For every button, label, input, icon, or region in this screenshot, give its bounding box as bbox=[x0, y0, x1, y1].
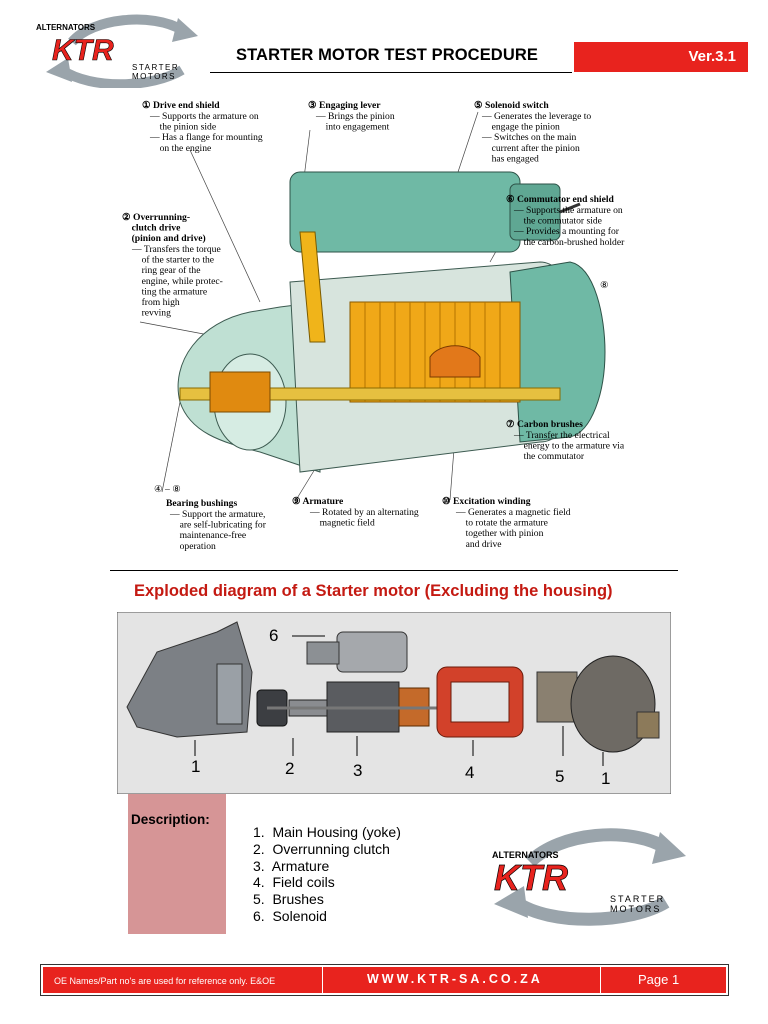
label-7-body: — Transfer the electrical energy to the … bbox=[513, 430, 625, 462]
photo-label-3: 3 bbox=[353, 761, 362, 780]
item-number: 6. bbox=[253, 907, 265, 924]
ktr-logo-large: ALTERNATORS KTR STARTER MOTORS bbox=[492, 828, 686, 926]
logo-brand-text: KTR bbox=[52, 34, 114, 67]
footer-website-link[interactable]: WWW.KTR-SA.CO.ZA bbox=[367, 972, 543, 986]
logo-line2: MOTORS bbox=[132, 72, 176, 81]
svg-text:⑦ Carbon brushes: ⑦ Carbon brushes bbox=[506, 419, 583, 430]
footer-frame bbox=[40, 964, 729, 996]
list-item: 2. Overrunning clutch bbox=[253, 841, 401, 858]
list-item: 6. Solenoid bbox=[253, 908, 401, 925]
item-text: Brushes bbox=[272, 891, 324, 908]
label-2-title: ② Overrunning- clutch drive (pinion and … bbox=[122, 212, 206, 244]
label-10-body: — Generates a magnetic field to rotate t… bbox=[455, 507, 571, 550]
photo-label-4: 4 bbox=[465, 763, 474, 782]
label-3-body: — Brings the pinion into engagement bbox=[315, 111, 395, 133]
photo-label-1b: 1 bbox=[601, 769, 610, 788]
item-number: 5. bbox=[253, 891, 265, 908]
item-number: 3. bbox=[253, 857, 265, 874]
label-1-body: — Supports the armature on the pinion si… bbox=[149, 111, 263, 154]
label-4-title: ④ – ⑧ bbox=[154, 484, 181, 495]
label-6-title: ⑥ Commutator end shield bbox=[506, 194, 614, 205]
label-4-body: — Support the armature, are self-lubrica… bbox=[169, 509, 267, 552]
description-panel bbox=[128, 794, 226, 934]
svg-text:② Overrunning- clutch drive: ② Overrunning- clutch drive (pinion and … bbox=[122, 212, 206, 244]
item-number: 4. bbox=[253, 874, 265, 891]
label-8-title: ⑧ bbox=[600, 280, 609, 291]
label-3-title: ③ Engaging lever bbox=[308, 100, 381, 111]
svg-text:③ Engaging lever: ③ Engaging lever bbox=[308, 100, 381, 111]
header-rule bbox=[210, 72, 572, 73]
list-item: 1. Main Housing (yoke) bbox=[253, 824, 401, 841]
page-title: STARTER MOTOR TEST PROCEDURE bbox=[236, 46, 538, 64]
ktr-logo: ALTERNATORS KTR STARTER MOTORS bbox=[36, 14, 198, 88]
list-item: 4. Field coils bbox=[253, 874, 401, 891]
photo-label-1a: 1 bbox=[191, 757, 200, 776]
item-text: Solenoid bbox=[272, 907, 327, 924]
exploded-starter-photo: 6 1 2 3 4 5 1 bbox=[117, 612, 671, 794]
photo-label-5: 5 bbox=[555, 767, 564, 786]
item-text: Overrunning clutch bbox=[272, 840, 390, 857]
page-number: Page 1 bbox=[638, 972, 680, 987]
svg-text:⑤ Solenoid switch: ⑤ Solenoid switch bbox=[474, 100, 549, 111]
description-list: 1. Main Housing (yoke) 2. Overrunning cl… bbox=[253, 824, 401, 925]
item-text: Armature bbox=[271, 857, 330, 874]
item-number: 1. bbox=[253, 824, 265, 840]
label-9-title: ⑨ Armature bbox=[292, 496, 344, 507]
section-rule bbox=[110, 570, 678, 571]
label-9-body: — Rotated by an alternating magnetic fie… bbox=[309, 507, 419, 529]
svg-text:⑥ Commutator end shield: ⑥ Commutator end shield bbox=[506, 194, 614, 205]
logo-alternators-text: ALTERNATORS bbox=[492, 850, 559, 860]
svg-text:⑩ Excitation winding: ⑩ Excitation winding bbox=[442, 496, 531, 507]
footer-divider bbox=[322, 967, 323, 993]
svg-text:Bearing bushings: Bearing bushings bbox=[166, 498, 237, 509]
description-title: Description: bbox=[131, 812, 210, 827]
label-2-body: — Transfers the torque of the starter to… bbox=[131, 244, 223, 319]
starter-cutaway-illustration: ① Drive end shield — Supports the armatu… bbox=[122, 100, 625, 552]
logo-brand-text: KTR bbox=[494, 857, 568, 898]
footer-bar bbox=[43, 967, 726, 993]
label-5-title: ⑤ Solenoid switch bbox=[474, 100, 549, 111]
label-7-title: ⑦ Carbon brushes bbox=[506, 419, 583, 430]
footer-divider bbox=[600, 967, 601, 993]
list-item: 3. Armature bbox=[253, 858, 401, 875]
label-4-sub: Bearing bushings bbox=[166, 498, 237, 509]
logo-line2: MOTORS bbox=[610, 904, 661, 914]
svg-text:① Drive end shield: ① Drive end shield bbox=[142, 100, 220, 111]
svg-text:⑨ Armature: ⑨ Armature bbox=[292, 496, 344, 507]
logo-line1: STARTER bbox=[610, 894, 665, 904]
label-5-body: — Generates the leverage to engage the p… bbox=[481, 111, 591, 164]
item-text: Main Housing (yoke) bbox=[272, 824, 401, 840]
footer-disclaimer: OE Names/Part no's are used for referenc… bbox=[54, 976, 276, 986]
label-1-title: ① Drive end shield bbox=[142, 100, 220, 111]
item-number: 2. bbox=[253, 840, 265, 857]
item-text: Field coils bbox=[272, 874, 335, 891]
exploded-diagram-title: Exploded diagram of a Starter motor (Exc… bbox=[134, 582, 613, 600]
photo-label-2: 2 bbox=[285, 759, 294, 778]
logo-line1: STARTER bbox=[132, 63, 179, 72]
label-6-body: — Supports the armature on the commutato… bbox=[513, 205, 625, 248]
label-10-title: ⑩ Excitation winding bbox=[442, 496, 531, 507]
photo-label-6: 6 bbox=[269, 626, 278, 645]
list-item: 5. Brushes bbox=[253, 891, 401, 908]
version-text: Ver.3.1 bbox=[688, 48, 736, 65]
logo-alternators-text: ALTERNATORS bbox=[36, 23, 96, 32]
version-badge: Ver.3.1 bbox=[574, 42, 748, 72]
